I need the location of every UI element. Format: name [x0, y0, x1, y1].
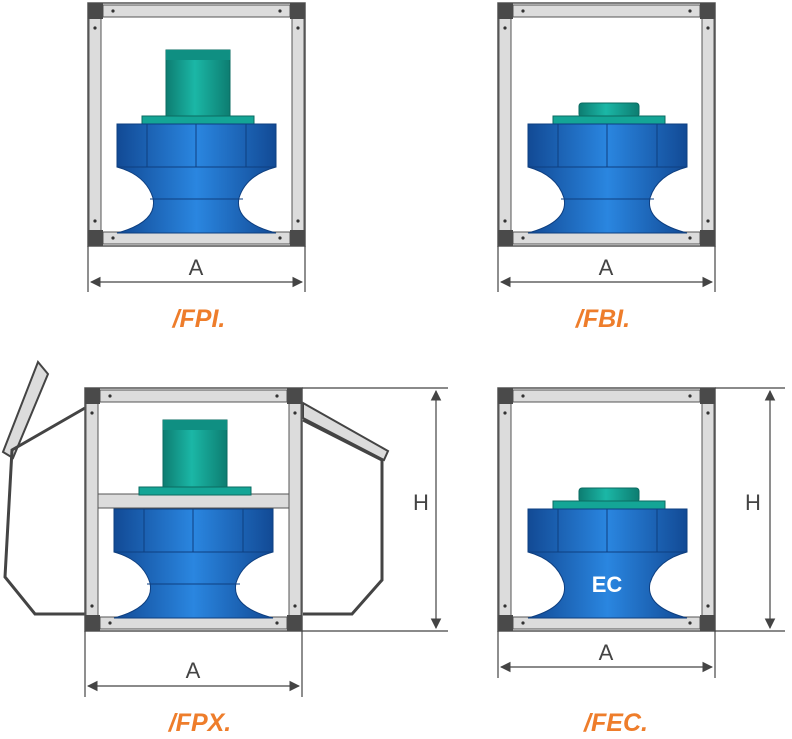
motor — [552, 487, 666, 510]
fan-housing — [113, 508, 274, 619]
rivet — [503, 219, 507, 223]
rivet — [90, 411, 94, 415]
frame-rivets — [90, 9, 710, 625]
width-dimension: A — [497, 246, 716, 292]
rivet — [521, 621, 525, 625]
rivet — [706, 604, 710, 608]
cabinet-frame — [87, 2, 306, 247]
model-label-fbi: /FBI. — [575, 305, 630, 333]
width-label: A — [186, 658, 201, 683]
rivet — [293, 604, 297, 608]
panel-fbi: A /FBI. — [497, 2, 716, 333]
rivet — [275, 394, 279, 398]
rivet — [93, 26, 97, 30]
model-label-fpi: /FPI. — [172, 305, 226, 333]
right-open-door — [302, 401, 390, 616]
rivet — [503, 411, 507, 415]
cabinet-frame — [497, 387, 716, 632]
rivet — [706, 411, 710, 415]
rivet — [108, 394, 112, 398]
rivet — [278, 9, 282, 13]
rivet — [93, 219, 97, 223]
panel-fpi: A /FPI. — [87, 2, 306, 333]
rivet — [521, 236, 525, 240]
panel-fpx: H A /FPX. — [1, 360, 448, 737]
rivet — [503, 604, 507, 608]
rivet — [278, 236, 282, 240]
rivet — [111, 236, 115, 240]
cabinet-frame — [497, 2, 716, 247]
cabinet-frame — [84, 387, 303, 632]
rivet — [688, 9, 692, 13]
fan-housing: EC — [527, 508, 688, 619]
rivet — [706, 219, 710, 223]
height-dimension: H — [302, 387, 448, 632]
ec-badge: EC — [592, 572, 623, 597]
model-label-fpx: /FPX. — [168, 709, 232, 737]
rivet — [503, 26, 507, 30]
panel-fec: EC H A /FEC. — [497, 387, 785, 737]
width-label: A — [189, 255, 204, 280]
left-open-door — [1, 360, 86, 616]
fan-housing — [116, 123, 277, 234]
height-dimension: H — [715, 387, 785, 632]
rivet — [688, 621, 692, 625]
width-label: A — [599, 255, 614, 280]
rivet — [706, 26, 710, 30]
rivet — [296, 219, 300, 223]
rivet — [521, 9, 525, 13]
width-dimension: A — [84, 631, 303, 697]
rivet — [688, 394, 692, 398]
model-label-fec: /FEC. — [583, 709, 648, 737]
rivet — [111, 9, 115, 13]
rivet — [275, 621, 279, 625]
rivet — [688, 236, 692, 240]
rivet — [90, 604, 94, 608]
rivet — [108, 621, 112, 625]
rivet — [296, 26, 300, 30]
motor — [141, 49, 255, 125]
rivet — [521, 394, 525, 398]
height-label: H — [413, 490, 429, 515]
width-dimension: A — [87, 246, 306, 292]
fan-housing — [527, 123, 688, 234]
height-label: H — [745, 490, 761, 515]
motor — [552, 102, 666, 125]
width-label: A — [599, 640, 614, 665]
width-dimension: A — [497, 631, 716, 678]
motor — [138, 419, 252, 496]
rivet — [293, 411, 297, 415]
